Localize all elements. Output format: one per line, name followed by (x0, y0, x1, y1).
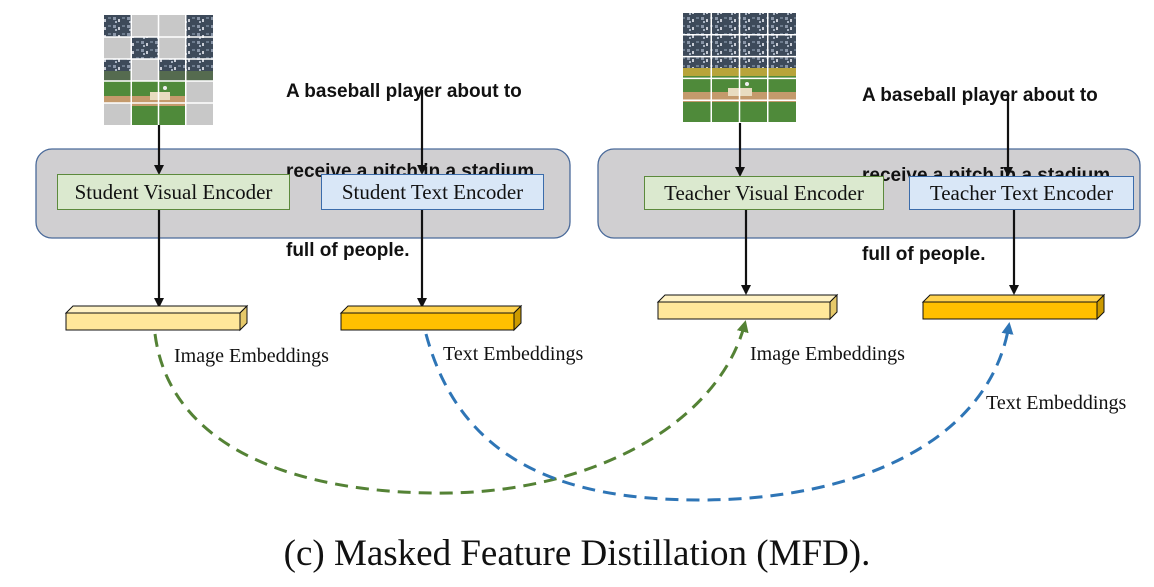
student-visual-encoder: Student Visual Encoder (57, 174, 290, 210)
student-text-encoder: Student Text Encoder (321, 174, 544, 210)
mask-cell (158, 15, 186, 37)
student-image-embedding-bar (64, 304, 249, 332)
mask-cell (131, 15, 159, 37)
mask-cell (185, 81, 213, 103)
text-distillation-arrow (424, 322, 1014, 502)
student-encoder-panel (35, 148, 571, 239)
teacher-visual-encoder: Teacher Visual Encoder (644, 176, 884, 210)
teacher-prompt-line: full of people. (862, 244, 986, 265)
mask-cell (104, 103, 132, 125)
student-image-embeddings-label: Image Embeddings (174, 345, 329, 367)
mask-cell (131, 59, 159, 81)
student-prompt-line: A baseball player about to (286, 81, 522, 102)
student-text-prompt: A baseball player about to receive a pit… (286, 26, 534, 291)
student-image-mask-cells (104, 15, 213, 125)
teacher-image-grid-lines (683, 13, 796, 122)
student-text-embedding-bar (339, 304, 523, 332)
mask-cell (104, 37, 132, 59)
teacher-text-prompt: A baseball player about to receive a pit… (862, 30, 1110, 295)
student-text-embeddings-label: Text Embeddings (443, 343, 584, 365)
teacher-prompt-line: A baseball player about to (862, 85, 1098, 106)
figure-caption: (c) Masked Feature Distillation (MFD). (283, 533, 871, 574)
teacher-image-embeddings-label: Image Embeddings (750, 343, 905, 365)
teacher-text-embeddings-label: Text Embeddings (986, 392, 1127, 414)
image-distillation-arrow (153, 320, 749, 495)
mask-cell (185, 103, 213, 125)
student-prompt-line: full of people. (286, 240, 410, 261)
teacher-text-embedding-bar (921, 293, 1106, 321)
teacher-text-encoder: Teacher Text Encoder (909, 176, 1134, 210)
teacher-image-embedding-bar (656, 293, 839, 321)
mask-cell (158, 37, 186, 59)
